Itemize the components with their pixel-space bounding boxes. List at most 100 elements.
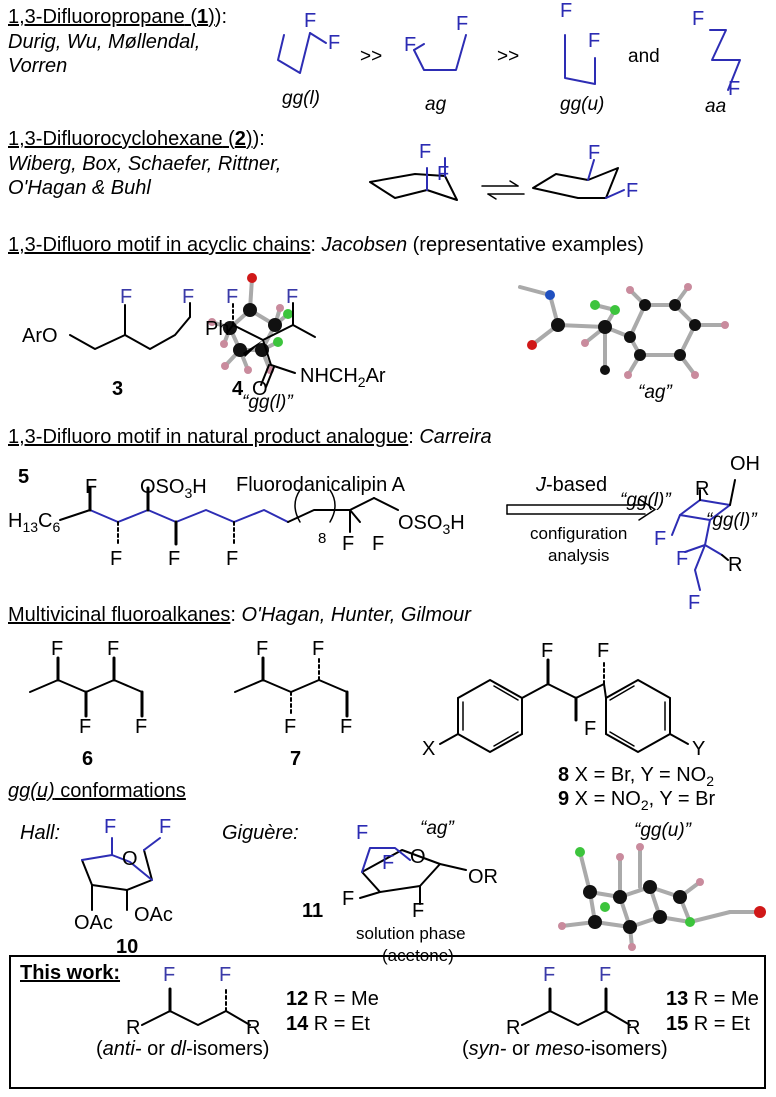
solution-phase-label: solution phase	[356, 924, 466, 943]
atom-f: F	[676, 548, 689, 570]
conformer-aa-structure	[709, 29, 741, 91]
r-label: R	[626, 1017, 641, 1039]
conformer-ag-structure	[413, 34, 467, 71]
compound-number-4: 4	[232, 378, 244, 400]
and-text: and	[628, 46, 660, 67]
atom-f: F	[342, 533, 355, 555]
ring-oxygen-label: O	[122, 848, 138, 870]
hall-label: Hall:	[20, 822, 61, 844]
atom-f: F	[340, 716, 353, 738]
s2-authors-line2: O'Hagan & Buhl	[8, 177, 151, 199]
compound-8-9-structure	[439, 658, 689, 754]
cyclohexane-axial-structure	[369, 157, 458, 201]
atom-f: F	[588, 30, 601, 52]
oh-label: OH	[730, 453, 760, 475]
compound-12-legend: 12 R = Me	[286, 988, 379, 1010]
this-work-box	[9, 955, 766, 1089]
atom-f: F	[597, 640, 610, 662]
atom-f: F	[728, 78, 741, 100]
compound-5-structure	[59, 486, 399, 546]
conformer-gg-l-structure	[277, 32, 327, 74]
atom-f: F	[284, 716, 297, 738]
anti-isomer-structure	[141, 987, 251, 1026]
atom-f: F	[312, 638, 325, 660]
equilibrium-arrows	[481, 180, 525, 200]
s1-authors-line2: Vorren	[8, 55, 68, 77]
compound-number-5: 5	[18, 466, 30, 488]
conformer-gg-u-structure	[564, 34, 596, 85]
atom-f: F	[104, 816, 117, 838]
atom-f: F	[286, 286, 299, 308]
compound-8-legend: 8 X = Br, Y = NO2	[558, 764, 715, 789]
atom-f: F	[342, 888, 355, 910]
giguere-label: Giguère:	[222, 822, 299, 844]
atom-f: F	[120, 286, 133, 308]
this-work-title: This work:	[20, 962, 121, 984]
configuration-label: configuration	[530, 524, 628, 543]
atom-f: F	[256, 638, 269, 660]
nhch2ar-label: NHCH2Ar	[300, 365, 386, 390]
oso3h-label: OSO3H	[140, 476, 207, 501]
atom-f: F	[304, 10, 317, 32]
label-ag: ag	[425, 94, 447, 115]
aro-label: ArO	[22, 325, 58, 347]
atom-f: F	[599, 964, 612, 986]
oac-label-1: OAc	[74, 912, 113, 934]
atom-f: F	[135, 716, 148, 738]
s5-heading: Multivicinal fluoroalkanes: O'Hagan, Hun…	[8, 604, 471, 626]
compound-number-7: 7	[290, 748, 302, 770]
j-based-label: J-based	[536, 474, 608, 496]
y-label: Y	[692, 738, 706, 760]
compound-11-structure	[359, 847, 467, 905]
compound-number-6: 6	[82, 748, 94, 770]
h13c6-label: H13C6	[8, 510, 61, 535]
atom-f: F	[226, 548, 239, 570]
s2-authors-line1: Wiberg, Box, Schaefer, Rittner,	[8, 153, 282, 175]
s6-heading: gg(u) conformations	[8, 780, 186, 802]
analysis-arrow	[506, 498, 656, 521]
compound-6-structure	[29, 656, 144, 718]
syn-isomers-caption: (syn- or meso-isomers)	[462, 1038, 668, 1060]
atom-f: F	[584, 718, 597, 740]
s4-heading: 1,3-Difluoro motif in natural product an…	[8, 426, 492, 448]
ball-and-stick-model-ag	[518, 283, 729, 379]
label-gg-u: gg(u)	[560, 94, 605, 115]
compound-number-3: 3	[112, 378, 124, 400]
atom-f: F	[110, 548, 123, 570]
cyclohexane-equatorial-structure	[532, 159, 625, 199]
atom-f: F	[163, 964, 176, 986]
atom-f: F	[404, 34, 417, 56]
compound-14-legend: 14 R = Et	[286, 1013, 370, 1035]
atom-f: F	[412, 900, 425, 922]
oac-label-2: OAc	[134, 904, 173, 926]
much-greater-symbol: >>	[360, 46, 383, 67]
ball-and-stick-model-gg-u	[558, 843, 766, 951]
or-label: OR	[468, 866, 498, 888]
atom-f: F	[626, 180, 639, 202]
atom-f: F	[219, 964, 232, 986]
label-gg-u-model: “gg(u)”	[634, 820, 692, 841]
r-label: R	[695, 478, 710, 500]
atom-f: F	[541, 640, 554, 662]
r-label-2: R	[728, 554, 743, 576]
atom-f: F	[692, 8, 705, 30]
syn-isomer-structure	[521, 987, 631, 1026]
label-gg-l-b: “gg(l)”	[706, 510, 757, 531]
ring-oxygen-label: O	[410, 846, 426, 868]
label-aa: aa	[705, 96, 727, 117]
r-label: R	[126, 1017, 141, 1039]
anti-isomers-caption: (anti- or dl-isomers)	[96, 1038, 270, 1060]
compound-9-legend: 9 X = NO2, Y = Br	[558, 788, 716, 813]
much-greater-symbol: >>	[497, 46, 520, 67]
compound-number-11: 11	[302, 900, 324, 922]
atom-f: F	[654, 528, 667, 550]
compound-10-structure	[81, 837, 161, 911]
atom-f: F	[688, 592, 701, 614]
s1-heading: 1,3-Difluoropropane (1)):	[8, 6, 228, 28]
label-gg-l-a: “gg(l)”	[620, 490, 671, 511]
atom-f: F	[437, 163, 450, 185]
oxygen-label: O	[252, 378, 268, 400]
compound-4-structure	[226, 302, 316, 388]
atom-f: F	[356, 822, 369, 844]
atom-f: F	[107, 638, 120, 660]
